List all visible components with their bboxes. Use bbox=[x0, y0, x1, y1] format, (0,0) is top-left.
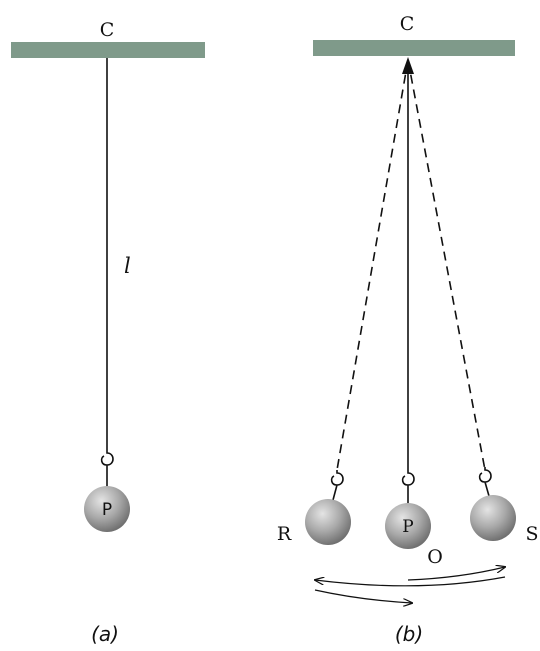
pendulum-bob-a bbox=[84, 486, 130, 532]
pendulum-bob-left bbox=[305, 499, 351, 545]
mean-position-label: O bbox=[427, 546, 443, 568]
pendulum-bob-center bbox=[385, 503, 431, 549]
pendulum-string-left bbox=[336, 59, 409, 471]
left-position-label: R bbox=[277, 523, 292, 545]
hook-icon-a bbox=[100, 449, 114, 487]
oscillation-arrow-left bbox=[315, 576, 506, 587]
bob-label-a: P bbox=[102, 500, 112, 520]
caption-a: (a) bbox=[91, 622, 119, 646]
panel-a: C l P (a) bbox=[11, 19, 205, 646]
oscillation-arrow-return bbox=[314, 589, 412, 603]
support-bar-a bbox=[11, 42, 205, 58]
oscillation-arrow-right bbox=[407, 567, 505, 581]
bob-label-center: P bbox=[402, 517, 413, 537]
hook-icon-center bbox=[401, 470, 415, 503]
right-position-label: S bbox=[525, 523, 538, 545]
panel-b: C P R S O (b) bbox=[277, 13, 539, 646]
pendulum-string-right bbox=[407, 59, 486, 471]
pendulum-bob-right bbox=[470, 495, 516, 541]
support-bar-b bbox=[313, 40, 515, 56]
caption-b: (b) bbox=[395, 622, 423, 646]
support-label-b: C bbox=[400, 13, 415, 35]
support-label-a: C bbox=[100, 19, 115, 41]
hook-icon-left bbox=[330, 470, 344, 501]
length-label-a: l bbox=[124, 254, 131, 278]
hook-icon-right bbox=[478, 467, 492, 497]
